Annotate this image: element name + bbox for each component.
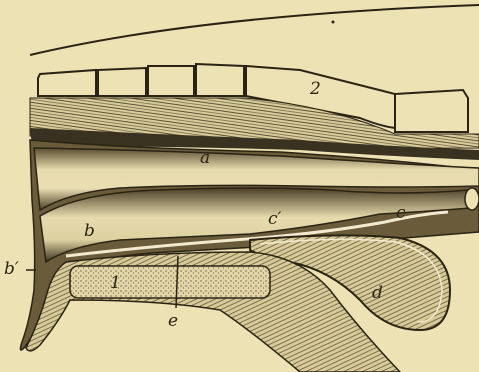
marker-dot bbox=[332, 21, 335, 24]
label-e: e bbox=[168, 311, 178, 331]
upper-outline bbox=[30, 5, 479, 55]
label-b-prime: b′ bbox=[4, 259, 19, 279]
label-d: d bbox=[372, 283, 383, 303]
label-c-prime: c′ bbox=[268, 209, 282, 229]
label-2: 2 bbox=[309, 79, 321, 99]
label-c: c bbox=[396, 203, 406, 223]
region-1 bbox=[70, 266, 270, 298]
label-1: 1 bbox=[110, 273, 121, 293]
tube-end bbox=[465, 188, 479, 210]
label-a: a bbox=[200, 148, 210, 168]
label-b: b bbox=[84, 221, 95, 241]
